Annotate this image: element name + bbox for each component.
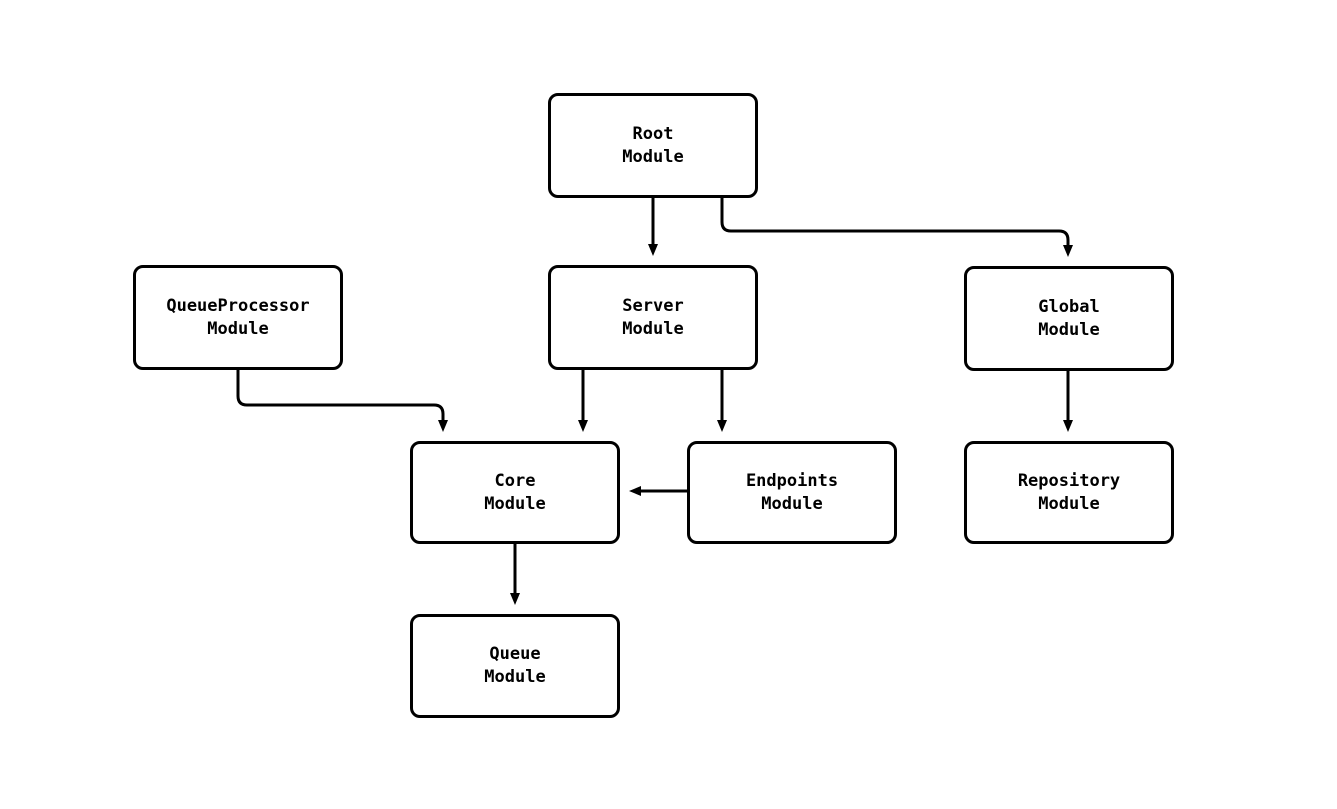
node-queue-module-suffix: Module [484,667,546,687]
node-core-module-suffix: Module [484,493,546,514]
node-root-module-suffix: Module [622,146,684,167]
node-global-module-suffix: Module [1038,319,1100,340]
node-server-module-suffix: Module [622,318,684,339]
node-endpoints-module-name: Endpoints [745,470,839,491]
node-core-module[interactable]: Core Module [410,441,620,544]
node-queueprocessor-module-suffix: Module [207,318,269,339]
node-root-module-name: Root [632,123,674,144]
node-endpoints-module-suffix: Module [761,493,823,514]
node-root-module[interactable]: Root Module [548,93,758,198]
node-queue-module-name: Queue [489,644,541,664]
node-core-module-name: Core [494,470,536,491]
node-queueprocessor-module[interactable]: QueueProcessor Module [133,265,343,370]
node-repository-module-suffix: Module [1038,493,1100,514]
node-queueprocessor-module-name: QueueProcessor [166,295,310,316]
node-endpoints-module[interactable]: Endpoints Module [687,441,897,544]
node-global-module-name: Global [1038,296,1100,317]
edge-queueprocessor-to-core [236,370,448,432]
node-server-module-name: Server [622,295,684,316]
node-repository-module-name: Repository [1017,470,1121,491]
node-queue-module[interactable]: Queue Module [410,614,620,718]
node-global-module[interactable]: Global Module [964,266,1174,371]
node-repository-module[interactable]: Repository Module [964,441,1174,544]
node-server-module[interactable]: Server Module [548,265,758,370]
edge-root-to-global [720,198,1073,257]
